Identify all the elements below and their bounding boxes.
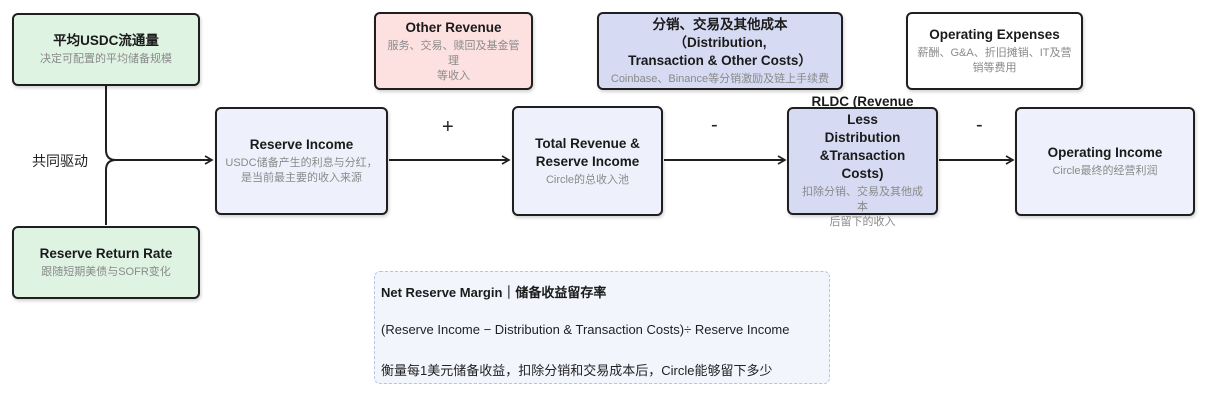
joint-driver-label: 共同驱动 bbox=[32, 153, 88, 169]
operating-expenses-box: Operating Expenses 薪酬、G&A、折旧摊销、IT及营 销等费用 bbox=[906, 12, 1083, 90]
reserve-income-title: Reserve Income bbox=[249, 137, 354, 152]
total-revenue-box: Total Revenue & Reserve Income Circle的总收… bbox=[512, 106, 663, 216]
rldc-sub-1: 扣除分销、交易及其他成本 bbox=[802, 185, 923, 213]
net-reserve-margin-formula: (Reserve Income − Distribution & Transac… bbox=[381, 322, 790, 337]
avg-usdc-title: 平均USDC流通量 bbox=[53, 33, 159, 48]
distribution-costs-box: 分销、交易及其他成本（Distribution, Transaction & O… bbox=[597, 12, 843, 90]
plus-operator: + bbox=[442, 116, 454, 138]
minus-operator-1: - bbox=[711, 114, 718, 136]
net-reserve-margin-desc: 衡量每1美元储备收益，扣除分销和交易成本后，Circle能够留下多少 bbox=[381, 363, 773, 378]
total-revenue-title-1: Total Revenue & bbox=[535, 135, 640, 151]
other-revenue-box: Other Revenue 服务、交易、赎回及基金管理 等收入 bbox=[374, 12, 533, 90]
rldc-title-2: Distribution bbox=[824, 129, 901, 145]
reserve-return-rate-sub: 跟随短期美债与SOFR变化 bbox=[41, 266, 171, 278]
operating-income-title: Operating Income bbox=[1047, 145, 1163, 160]
rldc-title-1: RLDC (Revenue Less bbox=[811, 93, 914, 127]
rldc-title-3: &Transaction Costs) bbox=[819, 147, 906, 181]
driver-bracket-line bbox=[105, 86, 117, 225]
rldc-box: RLDC (Revenue Less Distribution &Transac… bbox=[787, 94, 938, 228]
operating-expenses-sub-2: 销等费用 bbox=[972, 62, 1017, 74]
reserve-return-rate-box: Reserve Return Rate 跟随短期美债与SOFR变化 bbox=[12, 226, 200, 299]
minus-operator-2: - bbox=[976, 114, 983, 136]
avg-usdc-box: 平均USDC流通量 决定可配置的平均储备规模 bbox=[12, 13, 200, 86]
other-revenue-title: Other Revenue bbox=[405, 19, 502, 35]
operating-expenses-title: Operating Expenses bbox=[929, 27, 1060, 42]
total-revenue-title-2: Reserve Income bbox=[535, 153, 640, 169]
reserve-income-sub-2: 是当前最主要的收入来源 bbox=[241, 172, 362, 184]
rldc-sub-2: 后留下的收入 bbox=[829, 215, 896, 228]
net-reserve-margin-box: Net Reserve Margin｜储备收益留存率 (Reserve Inco… bbox=[374, 271, 830, 384]
distribution-costs-title-2: Transaction & Other Costs） bbox=[628, 52, 812, 68]
other-revenue-sub-2: 等收入 bbox=[437, 69, 470, 82]
reserve-income-box: Reserve Income USDC储备产生的利息与分红， 是当前最主要的收入… bbox=[215, 107, 388, 215]
other-revenue-sub-1: 服务、交易、赎回及基金管理 bbox=[387, 39, 520, 67]
reserve-return-rate-title: Reserve Return Rate bbox=[39, 246, 173, 261]
operating-income-sub: Circle最终的经营利润 bbox=[1052, 165, 1158, 177]
net-reserve-margin-title: Net Reserve Margin｜储备收益留存率 bbox=[381, 285, 607, 300]
avg-usdc-sub: 决定可配置的平均储备规模 bbox=[40, 53, 172, 65]
distribution-costs-sub: Coinbase、Binance等分销激励及链上手续费 bbox=[610, 72, 830, 85]
operating-income-box: Operating Income Circle最终的经营利润 bbox=[1015, 107, 1195, 216]
reserve-income-sub-1: USDC储备产生的利息与分红， bbox=[225, 157, 378, 169]
distribution-costs-title-1: 分销、交易及其他成本（Distribution, bbox=[652, 16, 788, 50]
operating-expenses-sub-1: 薪酬、G&A、折旧摊销、IT及营 bbox=[917, 47, 1072, 59]
total-revenue-sub: Circle的总收入池 bbox=[545, 173, 630, 186]
